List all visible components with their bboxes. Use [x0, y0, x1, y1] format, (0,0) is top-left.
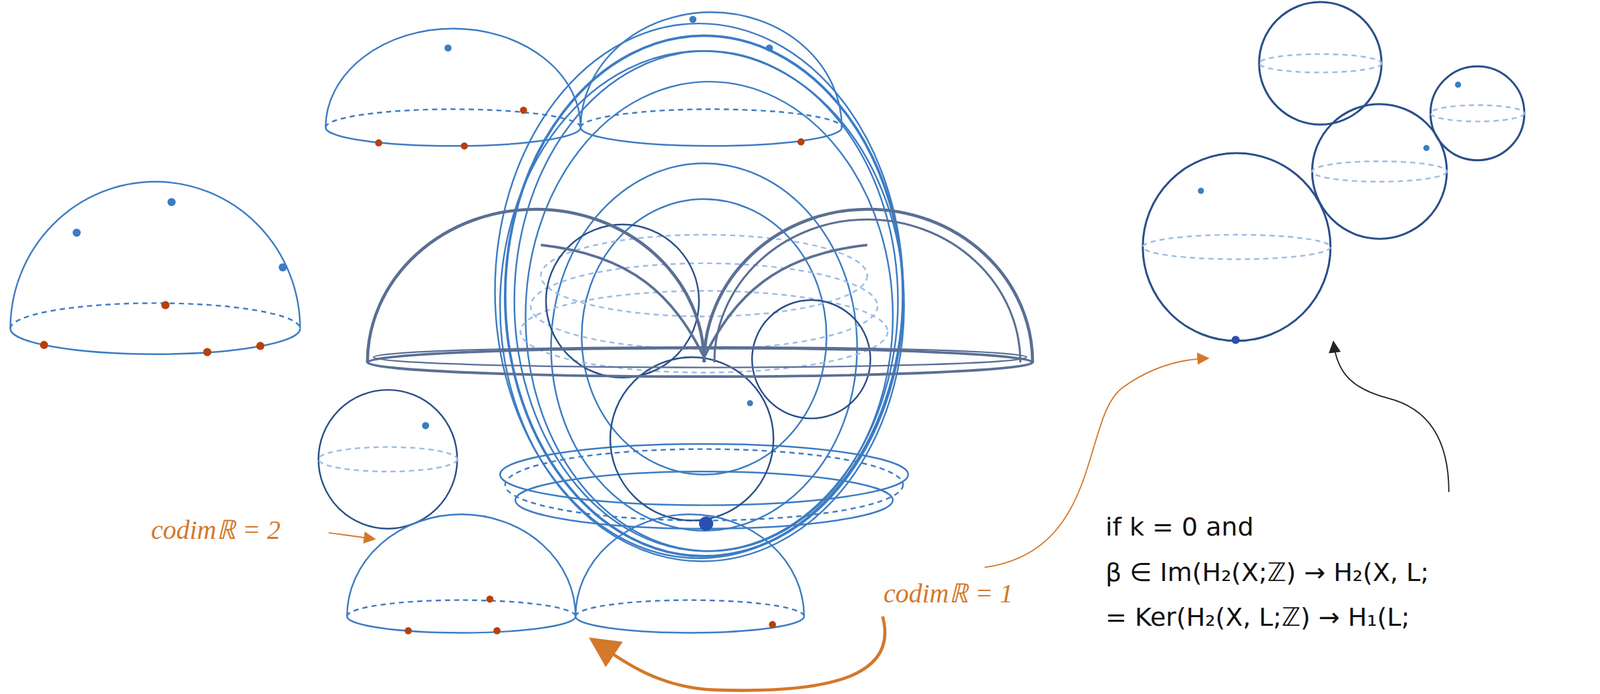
condition-text: if k = 0 and [1105, 511, 1254, 542]
condition-text: = Ker(H₂(X, L;ℤ) → H₁(L; [1105, 602, 1410, 632]
codimension-label: codimℝ = 1 [883, 573, 1014, 611]
codimension-label: codimℝ = 2 [151, 509, 281, 547]
condition-text: β ∈ Im(H₂(X;ℤ) → H₂(X, L; [1105, 557, 1429, 587]
